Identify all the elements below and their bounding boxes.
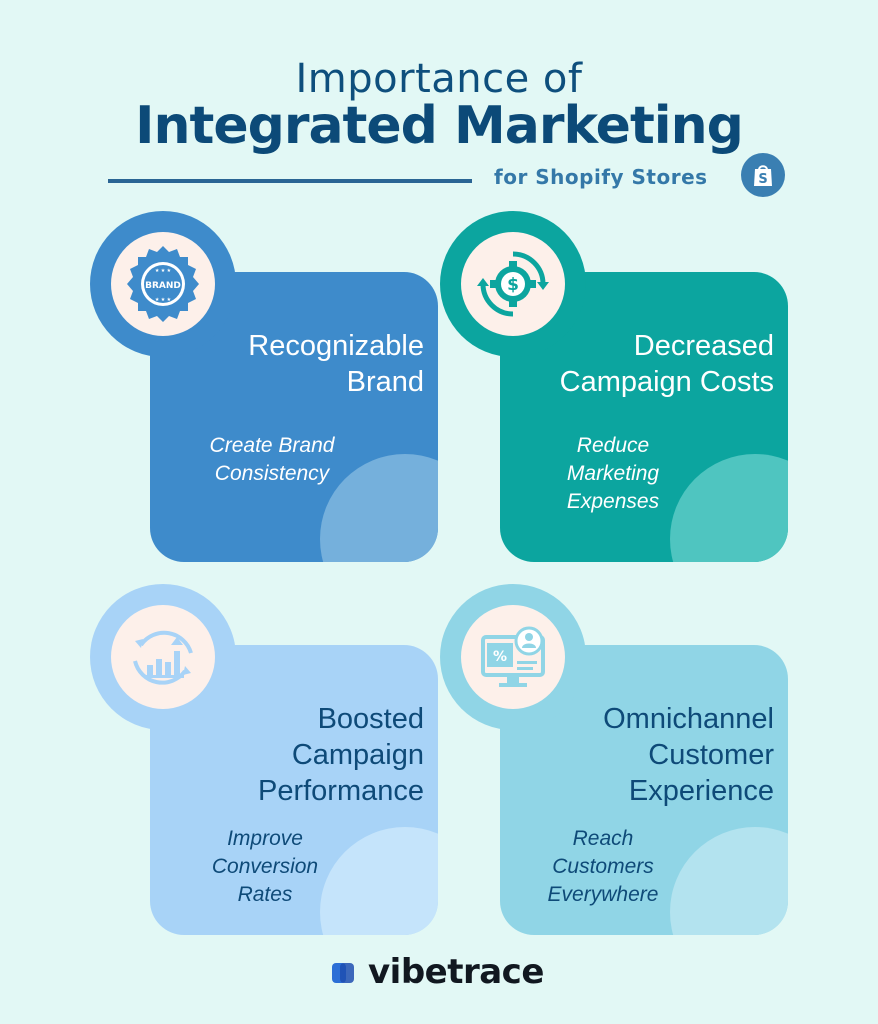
icon-ring: $: [440, 211, 586, 357]
brand-badge-icon: BRAND ★ ★ ★ ★ ★ ★: [127, 246, 199, 322]
icon-ring: %: [440, 584, 586, 730]
svg-text:$: $: [507, 275, 519, 295]
title-underline: [108, 179, 472, 183]
brand-name: vibetrace: [368, 952, 544, 992]
card-title: Recognizable Brand: [248, 330, 424, 398]
shopify-bag-icon: S: [741, 153, 785, 197]
growth-chart-cycle-icon: [133, 630, 193, 685]
title-subtitle: for Shopify Stores: [494, 165, 708, 189]
card-subtitle: Reach Customers Everywhere: [547, 827, 659, 906]
card-title: Boosted Campaign Performance: [257, 703, 424, 807]
title-main: Integrated Marketing: [135, 96, 744, 156]
vibetrace-logo: vibetrace: [330, 952, 544, 992]
svg-text:★ ★ ★: ★ ★ ★: [155, 297, 172, 303]
icon-ring: [90, 584, 236, 730]
vibetrace-logo-icon: [330, 955, 360, 989]
card-subtitle: Improve Conversion Rates: [211, 827, 319, 906]
card-subtitle: Reduce Marketing Expenses: [566, 434, 660, 513]
monitor-customer-icon: %: [481, 626, 545, 687]
card-title: Decreased Campaign Costs: [559, 330, 774, 398]
card-decor-blob: [670, 827, 788, 935]
title-top: Importance of: [295, 56, 583, 102]
svg-text:%: %: [493, 649, 507, 665]
svg-text:S: S: [758, 172, 767, 187]
card-omnichannel-customer-experience: Omnichannel Customer Experience Reach Cu…: [500, 645, 788, 935]
icon-ring: BRAND ★ ★ ★ ★ ★ ★: [90, 211, 236, 357]
svg-text:★ ★ ★: ★ ★ ★: [155, 268, 172, 274]
svg-text:BRAND: BRAND: [145, 281, 181, 291]
card-subtitle: Create Brand Consistency: [209, 434, 335, 485]
dollar-gear-cycle-icon: $: [477, 251, 549, 317]
card-title: Omnichannel Customer Experience: [603, 703, 774, 807]
